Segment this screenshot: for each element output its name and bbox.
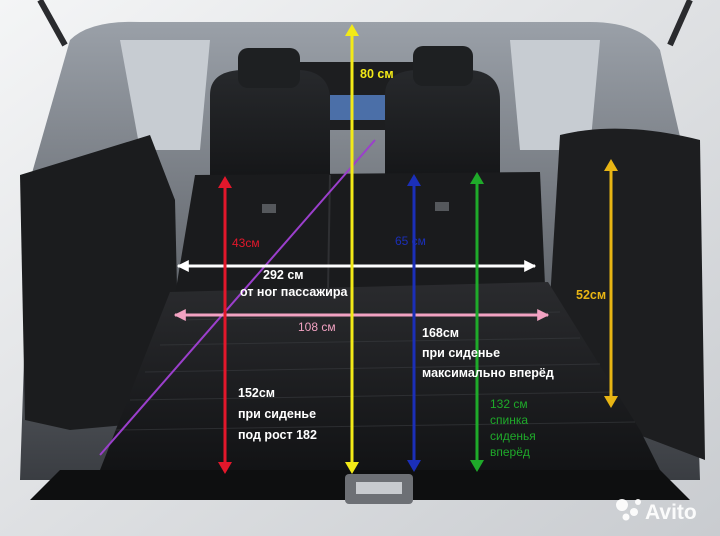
avito-dot-4 <box>635 499 641 505</box>
label-green-2: спинка <box>490 413 528 427</box>
label-width-floor: 108 см <box>298 320 336 334</box>
avito-dot-2 <box>630 508 638 516</box>
gold-arrow-bottom <box>604 396 618 408</box>
trunk-latch-plate <box>356 482 402 494</box>
label-green-1: 132 см <box>490 397 528 411</box>
diagonal-line-purple <box>99 139 376 456</box>
red-arrow-bottom <box>218 462 232 474</box>
label-height-side: 52см <box>576 288 606 302</box>
trunk-floor-mat <box>100 282 660 470</box>
dashboard-screen <box>330 95 385 120</box>
left-headrest <box>238 48 300 88</box>
label-length-driver-3: под рост 182 <box>238 428 317 442</box>
label-height-center: 80 см <box>360 67 394 81</box>
red-arrow-top <box>218 176 232 188</box>
label-length-front-2: при сиденье <box>422 346 500 360</box>
label-height-right-seat: 65 см <box>395 234 426 248</box>
label-length-front-1: 168см <box>422 326 459 340</box>
avito-dot-3 <box>622 513 630 521</box>
gold-arrow-top <box>604 159 618 171</box>
blue-arrow-top <box>407 174 421 186</box>
blue-arrow-bottom <box>407 460 421 472</box>
folded-seat-backs <box>175 172 545 295</box>
avito-watermark: Avito <box>616 499 697 524</box>
label-length-driver-2: при сиденье <box>238 407 316 421</box>
avito-logo-text: Avito <box>645 501 697 524</box>
label-width-flat: 292 см <box>263 268 304 282</box>
label-green-3: сиденья <box>490 429 536 443</box>
left-trunk-trim <box>20 135 180 430</box>
right-window <box>510 40 600 150</box>
label-length-front-3: максимально вперёд <box>422 366 554 380</box>
seat-latch-left <box>262 204 276 213</box>
left-front-seat <box>210 70 330 185</box>
yellow-arrow-bottom <box>345 462 359 474</box>
label-width-flat-note: от ног пассажира <box>240 285 348 299</box>
label-green-4: вперёд <box>490 445 530 459</box>
avito-dot-1 <box>616 499 628 511</box>
left-window <box>120 40 210 150</box>
right-headrest <box>413 46 473 86</box>
label-length-driver-1: 152см <box>238 386 275 400</box>
right-front-seat <box>385 70 500 185</box>
left-strut <box>37 0 68 47</box>
yellow-arrow-top <box>345 24 359 36</box>
green-arrow-bottom <box>470 460 484 472</box>
label-height-left-seat: 43см <box>232 236 260 250</box>
right-strut <box>667 0 693 47</box>
green-arrow-top <box>470 172 484 184</box>
seat-latch-right <box>435 202 449 211</box>
